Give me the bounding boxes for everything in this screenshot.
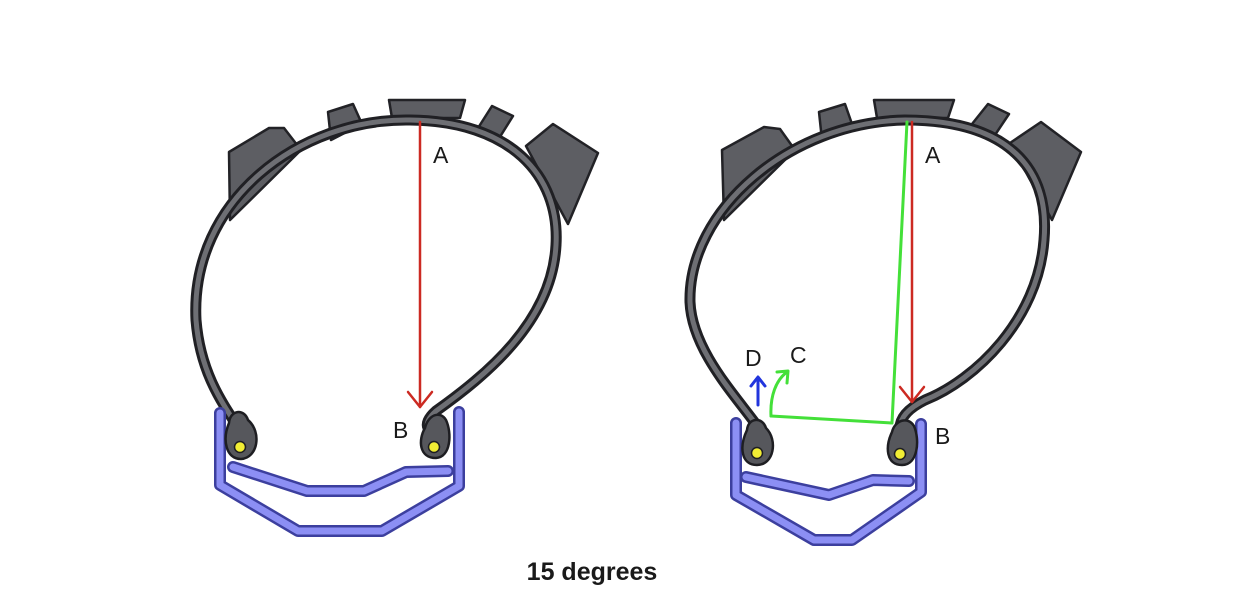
bead-core [427,440,441,454]
tire-bead-right [419,413,451,460]
vector-arrowhead [406,390,434,409]
vector-a-to-b [406,120,434,409]
tire-bead-right [886,419,919,467]
bead-core [893,447,907,461]
vector-line [769,120,909,425]
label-a: A [433,142,449,168]
wheel-rim-fill [216,408,463,535]
bead [224,410,258,461]
bead [741,418,775,467]
vector-arrowhead [898,385,926,404]
tire-upright: A B [190,98,600,537]
tire-carcass-inner [193,117,559,431]
label-c: C [790,342,807,368]
tire-bead-left [224,410,258,461]
caption: 15 degrees [527,558,658,586]
tire-carcass-inner [687,117,1048,431]
tire-bead-left [741,418,775,467]
vector-d [749,375,767,407]
label-a: A [925,142,941,168]
bead-core [233,440,247,454]
tread-block [387,98,467,120]
label-d: D [745,345,762,371]
bead-core [750,446,764,460]
label-b: B [393,417,408,443]
vector-arrowhead [749,375,767,388]
wheel-rim-fill [732,419,925,544]
vector-arrowhead [775,369,790,385]
vector-a-to-b [898,120,926,404]
vector-curve [769,370,789,418]
label-b: B [935,423,950,449]
vector-c [769,120,909,425]
tire-cornering: A B C D [684,98,1083,546]
